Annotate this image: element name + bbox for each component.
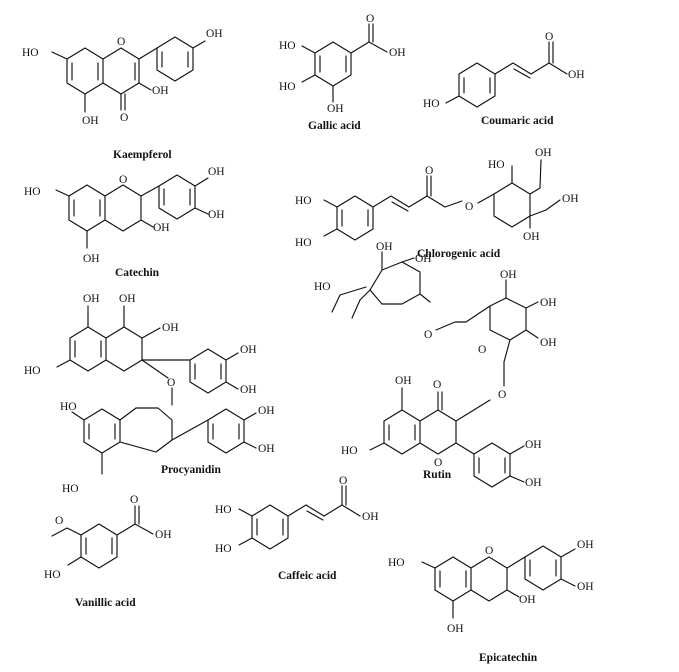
- rutin-hydroxyl-a: HO: [314, 281, 331, 293]
- chlorogenic-acid-hydroxyl-e: OH: [523, 231, 540, 243]
- vanillic-acid-structure: [51, 505, 154, 569]
- epicatechin-hydroxyl-4prime: OH: [577, 581, 594, 593]
- coumaric-acid-hydroxyl: HO: [423, 98, 440, 110]
- catechin-hydroxyl-7: HO: [24, 186, 41, 198]
- rutin-hydroxyl-f: OH: [540, 337, 557, 349]
- catechin-hydroxyl-3prime: OH: [208, 166, 225, 178]
- kaempferol-hydroxyl-3: OH: [152, 85, 169, 97]
- chlorogenic-acid-structure: [323, 159, 561, 241]
- procyanidin-label: Procyanidin: [161, 464, 221, 476]
- procyanidin-structure: [56, 305, 257, 475]
- rutin-hydroxyl-i: OH: [525, 439, 542, 451]
- catechin-hydroxyl-4prime: OH: [208, 209, 225, 221]
- kaempferol-label: Kaempferol: [113, 149, 172, 161]
- catechin-structure: [55, 174, 209, 249]
- vanillic-acid-label: Vanillic acid: [75, 597, 136, 609]
- rutin-structure: [331, 251, 539, 488]
- rutin-label: Rutin: [423, 469, 452, 481]
- epicatechin-ring-oxygen: O: [485, 545, 493, 557]
- procyanidin-hydroxyl-j: HO: [62, 483, 79, 495]
- chlorogenic-acid-hydroxyl-b: HO: [295, 237, 312, 249]
- chlorogenic-acid-hydroxyl-d: OH: [535, 147, 552, 159]
- rutin-hydroxyl-b: OH: [376, 241, 393, 253]
- rutin-glycosidic-oxygen-b: O: [498, 389, 506, 401]
- procyanidin-hydroxyl-e: OH: [240, 344, 257, 356]
- catechin-label: Catechin: [115, 267, 160, 279]
- kaempferol-hydroxyl-4prime: OH: [206, 28, 223, 40]
- epicatechin-hydroxyl-5: OH: [447, 623, 464, 635]
- kaempferol-carbonyl-oxygen: O: [120, 112, 128, 124]
- rutin-hydroxyl-e: OH: [540, 297, 557, 309]
- epicatechin-structure: [421, 545, 576, 619]
- gallic-acid-carbonyl-oxygen: O: [366, 13, 374, 25]
- rutin-ring-oxygen: O: [478, 344, 486, 356]
- rutin-hydroxyl-g: OH: [395, 375, 412, 387]
- coumaric-acid-structure: [445, 41, 568, 108]
- procyanidin-hydroxyl-f: OH: [240, 384, 257, 396]
- chlorogenic-acid-label: Chlorogenic acid: [417, 248, 501, 260]
- vanillic-acid-carboxyl-oh: OH: [155, 529, 172, 541]
- procyanidin-hydroxyl-c: OH: [162, 322, 179, 334]
- caffeic-acid-carboxyl-oh: OH: [362, 511, 379, 523]
- gallic-acid-label: Gallic acid: [308, 120, 361, 132]
- gallic-acid-structure: [301, 23, 388, 103]
- epicatechin-label: Epicatechin: [479, 652, 538, 664]
- procyanidin-hydroxyl-i: OH: [258, 443, 275, 455]
- chlorogenic-acid-carbonyl-oxygen: O: [425, 165, 433, 177]
- rutin-carbonyl-oxygen: O: [433, 379, 441, 391]
- vanillic-acid-hydroxyl: HO: [44, 569, 61, 581]
- rutin-hydroxyl-h: HO: [341, 445, 358, 457]
- chlorogenic-acid-hydroxyl-c: HO: [488, 159, 505, 171]
- coumaric-acid-carboxyl-oh: OH: [568, 69, 585, 81]
- caffeic-acid-structure: [238, 485, 361, 550]
- gallic-acid-hydroxyl-a: HO: [279, 40, 296, 52]
- coumaric-acid-carbonyl-oxygen: O: [545, 31, 553, 43]
- epicatechin-hydroxyl-3: OH: [519, 594, 536, 606]
- procyanidin-hydroxyl-a: OH: [83, 293, 100, 305]
- procyanidin-bridge-oxygen: O: [167, 377, 175, 389]
- catechin-hydroxyl-5: OH: [83, 253, 100, 265]
- kaempferol-hydroxyl-7: HO: [22, 47, 39, 59]
- caffeic-acid-hydroxyl-a: HO: [215, 504, 232, 516]
- kaempferol-structure: [51, 36, 206, 113]
- vanillic-acid-carbonyl-oxygen: O: [130, 494, 138, 506]
- rutin-hydroxyl-c: OH: [415, 253, 432, 265]
- chlorogenic-acid-carboxyl-oh: OH: [562, 193, 579, 205]
- catechin-ring-oxygen: O: [119, 174, 127, 186]
- rutin-chromone-oxygen: O: [434, 457, 442, 469]
- gallic-acid-hydroxyl-b: HO: [279, 81, 296, 93]
- coumaric-acid-label: Coumaric acid: [481, 115, 554, 127]
- epicatechin-hydroxyl-3prime: OH: [577, 539, 594, 551]
- vanillic-acid-methoxy-oxygen: O: [55, 515, 63, 527]
- catechin-hydroxyl-3: OH: [153, 222, 170, 234]
- procyanidin-hydroxyl-d: HO: [24, 365, 41, 377]
- kaempferol-ring-oxygen: O: [117, 36, 125, 48]
- epicatechin-hydroxyl-7: HO: [388, 557, 405, 569]
- caffeic-acid-label: Caffeic acid: [278, 570, 337, 582]
- rutin-hydroxyl-d: OH: [500, 269, 517, 281]
- rutin-hydroxyl-j: OH: [525, 477, 542, 489]
- caffeic-acid-hydroxyl-b: HO: [215, 543, 232, 555]
- rutin-glycosidic-oxygen-a: O: [424, 329, 432, 341]
- chlorogenic-acid-ester-oxygen: O: [465, 201, 473, 213]
- gallic-acid-carboxyl-oh: OH: [389, 47, 406, 59]
- gallic-acid-hydroxyl-c: OH: [327, 103, 344, 115]
- chlorogenic-acid-hydroxyl-a: HO: [295, 195, 312, 207]
- kaempferol-hydroxyl-5: OH: [82, 115, 99, 127]
- procyanidin-hydroxyl-h: OH: [258, 405, 275, 417]
- procyanidin-hydroxyl-b: OH: [119, 293, 136, 305]
- procyanidin-hydroxyl-g: HO: [60, 401, 77, 413]
- caffeic-acid-carbonyl-oxygen: O: [339, 475, 347, 487]
